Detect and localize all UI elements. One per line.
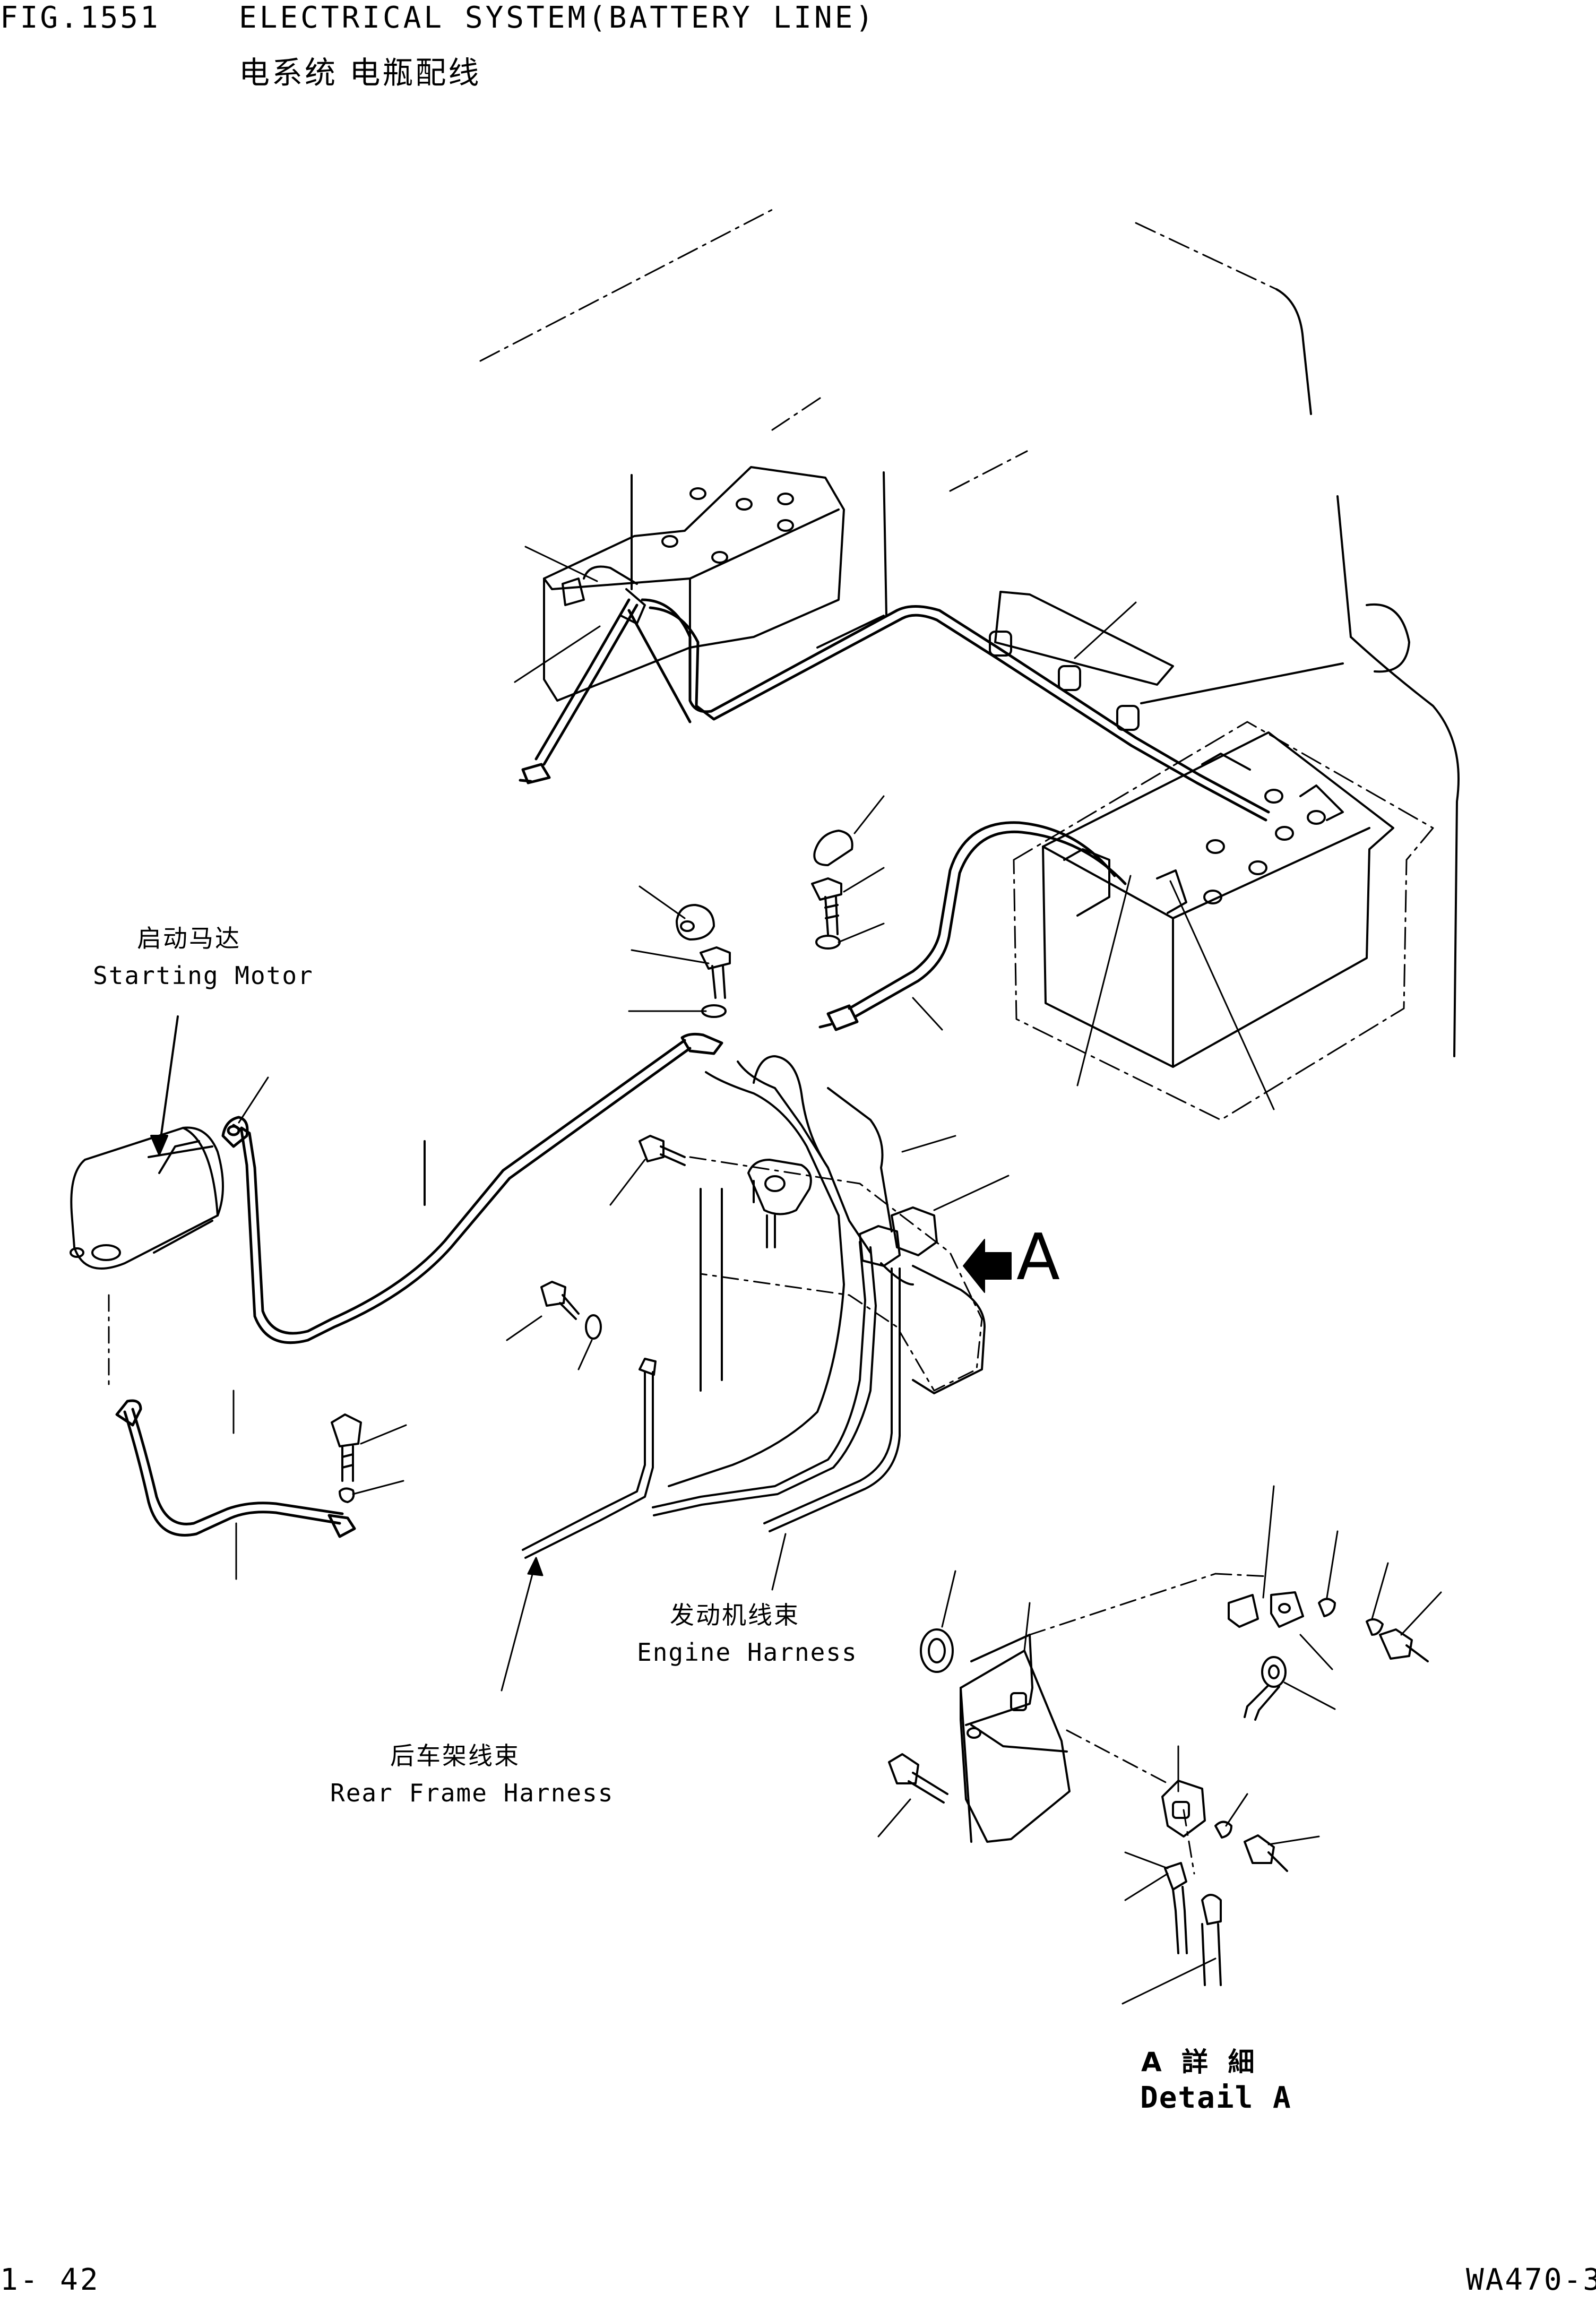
- model-code: WA470-3: [1466, 2263, 1596, 2297]
- machine-outline: [479, 209, 1278, 492]
- cable-top-run: [627, 598, 1270, 822]
- view-a-letter: A: [1016, 1221, 1060, 1295]
- detail-a-relay-lower: [1161, 1780, 1288, 1872]
- cab-outline: [424, 288, 1460, 1392]
- harness-engine: [763, 1267, 901, 1532]
- bolt-upper-right: [811, 877, 842, 935]
- leader-lines: [232, 546, 1442, 2005]
- label-starting-motor-en: Starting Motor: [93, 961, 314, 990]
- label-detail-a-cn: A 詳 細: [1141, 2047, 1260, 2077]
- figure-title-en: ELECTRICAL SYSTEM(BATTERY LINE): [239, 1, 876, 35]
- leader-starting-motor: [150, 1015, 179, 1155]
- detail-a-grommet: [920, 1628, 954, 1673]
- leader-rear-frame-harness: [501, 1557, 543, 1692]
- figure-title-cn: 电系统 电瓶配线: [239, 55, 481, 91]
- washer-upper-right: [815, 935, 841, 950]
- detail-a-lower-terminals: [1164, 1862, 1222, 1986]
- label-engine-harness-en: Engine Harness: [637, 1638, 858, 1667]
- battery-main: [1013, 721, 1434, 1121]
- cable-motor-to-battery: [221, 1032, 723, 1344]
- view-a-arrow: [963, 1239, 1012, 1293]
- terminal-cap-left: [676, 904, 715, 941]
- figure-number: FIG.1551: [0, 1, 160, 35]
- bolt-left-small: [700, 946, 731, 999]
- leader-engine-harness: [771, 1533, 787, 1591]
- washer-motor-lower: [339, 1487, 355, 1503]
- label-rear-frame-harness-cn: 后车架线束: [390, 1741, 520, 1770]
- page-number: 1- 42: [0, 2263, 100, 2297]
- harness-bundle-center: [652, 1055, 893, 1516]
- harness-rear-frame: [522, 1358, 657, 1559]
- detail-a-ring-terminal: [1244, 1656, 1287, 1721]
- label-engine-harness-cn: 发动机线束: [670, 1601, 800, 1629]
- label-rear-frame-harness-en: Rear Frame Harness: [330, 1779, 614, 1807]
- cable-motor-lower: [115, 1399, 356, 1538]
- terminal-connector-middle: [747, 1159, 812, 1248]
- cable-upper-battery: [519, 598, 639, 784]
- bolt-motor-lower: [331, 1413, 362, 1482]
- detail-a-relay-upper: [1228, 1591, 1429, 1662]
- bolt-center-left: [540, 1281, 580, 1320]
- detail-a-bracket: [960, 1634, 1071, 1843]
- terminal-cap-upper: [813, 830, 853, 866]
- bolt-center-top: [639, 1135, 686, 1166]
- cable-main-battery: [818, 821, 1127, 1031]
- washer-center-left: [585, 1314, 602, 1340]
- clamp-bracket-top: [989, 591, 1174, 731]
- label-detail-a-en: Detail A: [1140, 2081, 1292, 2115]
- detail-a-dashline: [1029, 1573, 1270, 1875]
- detail-a-bolt-left: [888, 1753, 948, 1804]
- battery-rear-left: [543, 466, 845, 702]
- starting-motor: [70, 1126, 224, 1270]
- label-starting-motor-cn: 启动马达: [137, 924, 241, 953]
